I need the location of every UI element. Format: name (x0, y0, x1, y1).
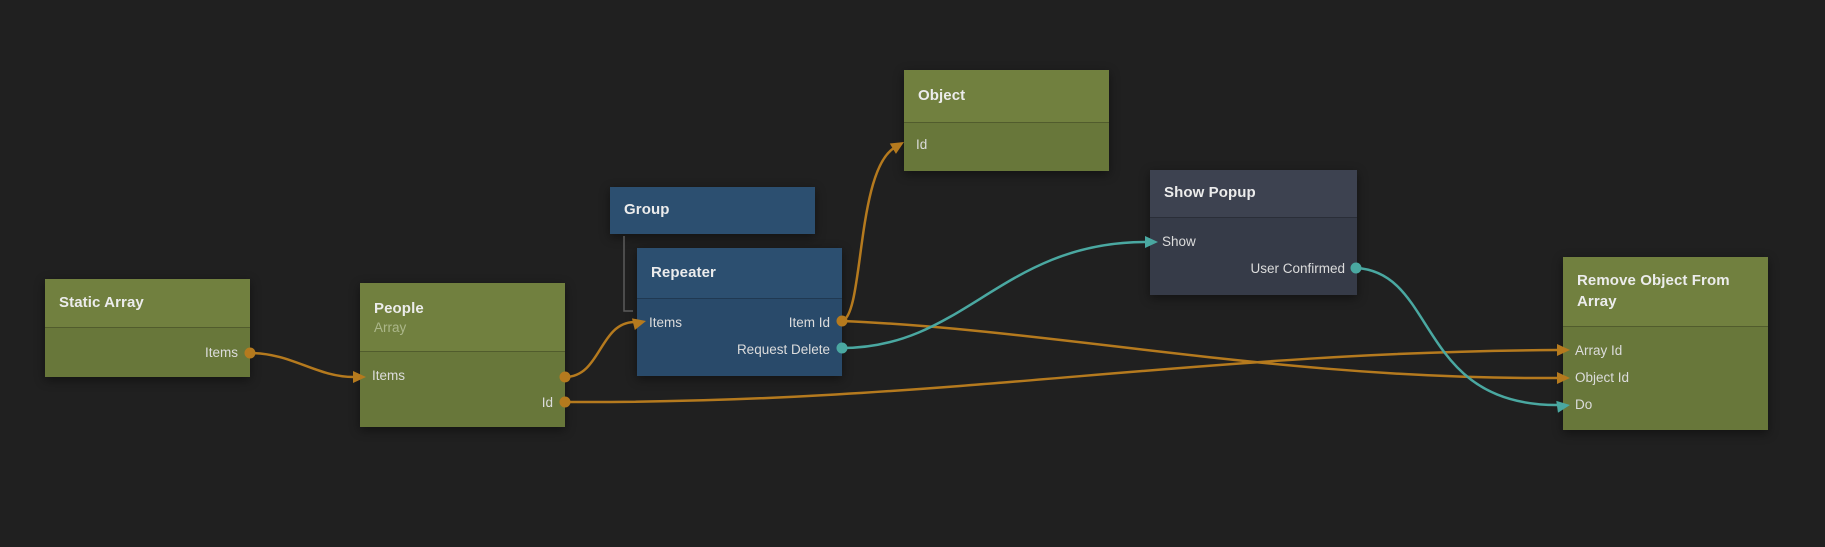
port-items-output[interactable]: Items (45, 339, 250, 366)
port-label: Id (541, 395, 553, 410)
port-items[interactable]: Items (360, 362, 565, 389)
port-label: Do (1575, 397, 1593, 412)
port-array-id-input[interactable]: Array Id (1563, 337, 1768, 364)
node-show-popup[interactable]: Show Popup Show User Confirmed (1150, 170, 1357, 295)
wire-static-array-items-to-people-items[interactable] (248, 351, 356, 379)
node-body: Show User Confirmed (1150, 217, 1357, 295)
node-people[interactable]: People Array Items Id (360, 283, 565, 427)
input-arrow-remove-do[interactable] (1556, 399, 1571, 413)
port-label: Items (204, 345, 238, 360)
wire-repeater-request-delete-to-show-popup-show[interactable] (840, 240, 1148, 350)
port-item-id-label: Item Id (788, 315, 830, 330)
port-label: Object Id (1575, 370, 1630, 385)
node-body: Array Id Object Id Do (1563, 326, 1768, 430)
output-dot-show-popup-user-confirmed[interactable] (1350, 262, 1362, 274)
port-label: Id (916, 137, 928, 152)
input-arrow-object-id[interactable] (889, 137, 907, 154)
port-label: Array Id (1575, 343, 1623, 358)
port-row-items-itemid[interactable]: Items Item Id (637, 309, 842, 336)
port-request-delete-output[interactable]: Request Delete (637, 336, 842, 363)
node-title: Repeater (651, 263, 716, 281)
hierarchy-line-group-repeater (623, 236, 633, 312)
node-body: Items (45, 327, 250, 377)
port-do-input[interactable]: Do (1563, 391, 1768, 418)
node-header: Group (610, 187, 815, 234)
node-header: Show Popup (1150, 170, 1357, 217)
node-title: Static Array (59, 293, 144, 311)
node-header: People Array (360, 283, 565, 351)
input-arrow-show-popup-show[interactable] (1145, 236, 1158, 248)
node-header: Object (904, 70, 1109, 122)
node-body: Id (904, 122, 1109, 171)
output-dot-people-id[interactable] (559, 396, 571, 408)
port-show-input[interactable]: Show (1150, 228, 1357, 255)
input-arrow-remove-object-id[interactable] (1557, 372, 1570, 384)
node-header: Remove Object From Array (1563, 257, 1768, 326)
node-header: Repeater (637, 248, 842, 298)
port-object-id-input[interactable]: Object Id (1563, 364, 1768, 391)
node-title: Show Popup (1164, 184, 1256, 202)
wire-user-confirmed-to-remove-do[interactable] (1354, 266, 1560, 407)
node-title: Remove Object From Array (1577, 272, 1730, 310)
port-id-input[interactable]: Id (904, 131, 1109, 158)
port-id-output[interactable]: Id (360, 389, 565, 416)
output-dot-people-items[interactable] (559, 371, 571, 383)
output-dot-repeater-item-id[interactable] (836, 315, 848, 327)
input-arrow-repeater-items[interactable] (631, 315, 648, 330)
wire-repeater-item-id-to-object-id[interactable] (840, 146, 896, 323)
node-group[interactable]: Group (610, 187, 815, 234)
wire-repeater-item-id-to-remove-object-id[interactable] (840, 319, 1560, 380)
output-dot-repeater-request-delete[interactable] (836, 342, 848, 354)
output-dot-static-array-items[interactable] (244, 347, 256, 359)
port-user-confirmed-output[interactable]: User Confirmed (1150, 255, 1357, 282)
port-label: Request Delete (736, 342, 830, 357)
node-remove-object-from-array[interactable]: Remove Object From Array Array Id Object… (1563, 257, 1768, 430)
node-title: Object (918, 86, 966, 104)
node-subtitle: Array (374, 320, 407, 336)
node-title: Group (624, 201, 670, 219)
port-items-label: Items (649, 315, 683, 330)
node-body: Items Id (360, 351, 565, 427)
node-header: Static Array (45, 279, 250, 327)
wire-people-id-to-remove-array-id[interactable] (563, 348, 1560, 404)
node-object[interactable]: Object Id (904, 70, 1109, 171)
input-arrow-people-items[interactable] (353, 371, 366, 383)
port-label: User Confirmed (1250, 261, 1345, 276)
wire-people-items-to-repeater-items[interactable] (563, 320, 636, 379)
input-arrow-remove-array-id[interactable] (1557, 344, 1570, 356)
node-title: People (374, 299, 424, 317)
node-repeater[interactable]: Repeater Items Item Id Request Delete (637, 248, 842, 376)
port-label: Items (372, 368, 406, 383)
node-body: Items Item Id Request Delete (637, 298, 842, 376)
node-static-array[interactable]: Static Array Items (45, 279, 250, 377)
port-label: Show (1162, 234, 1196, 249)
